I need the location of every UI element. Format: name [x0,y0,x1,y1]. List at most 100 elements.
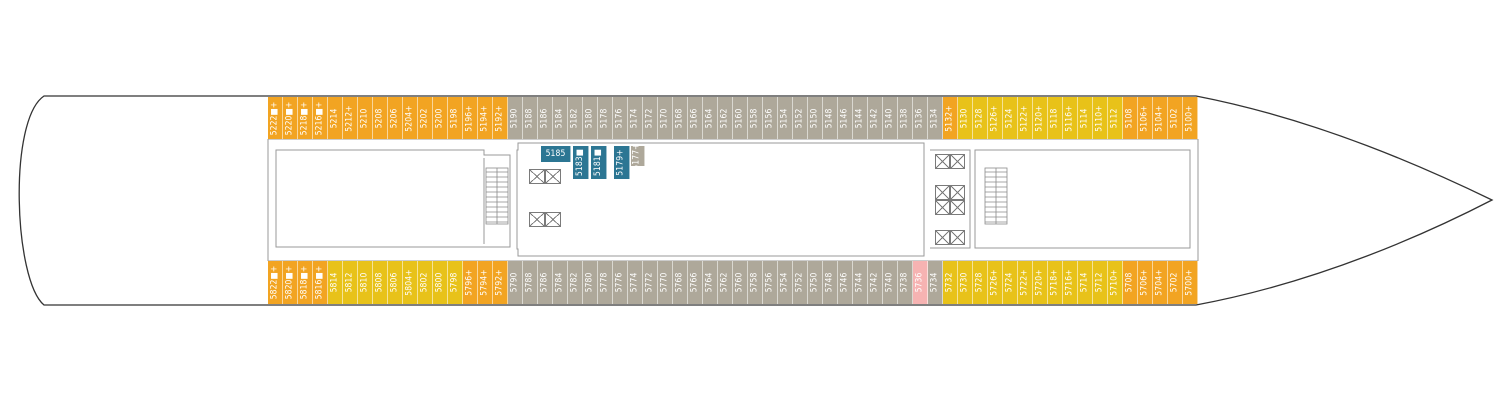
cabin-5730[interactable]: 5730 [958,261,973,304]
cabin-5806[interactable]: 5806 [388,261,403,304]
cabin-5102[interactable]: 5102 [1168,97,1183,139]
cabin-5185[interactable]: 5185 [541,146,571,162]
cabin-5204[interactable]: 5204+ [403,97,418,139]
cabin-5142[interactable]: 5142 [868,97,883,139]
cabin-5196[interactable]: 5196+ [463,97,478,139]
cabin-5776[interactable]: 5776 [613,261,628,304]
cabin-5762[interactable]: 5762 [718,261,733,304]
cabin-5822[interactable]: 5822■+ [268,261,283,304]
cabin-5188[interactable]: 5188 [523,97,538,139]
cabin-5114[interactable]: 5114 [1078,97,1093,139]
cabin-5144[interactable]: 5144 [853,97,868,139]
cabin-5726[interactable]: 5726+ [988,261,1003,304]
cabin-5788[interactable]: 5788 [523,261,538,304]
cabin-5786[interactable]: 5786 [538,261,553,304]
cabin-5216[interactable]: 5216■+ [313,97,328,139]
cabin-5110[interactable]: 5110+ [1093,97,1108,139]
cabin-5738[interactable]: 5738 [898,261,913,304]
cabin-5158[interactable]: 5158 [748,97,763,139]
cabin-5734[interactable]: 5734 [928,261,943,304]
cabin-5200[interactable]: 5200 [433,97,448,139]
cabin-5140[interactable]: 5140 [883,97,898,139]
cabin-5718[interactable]: 5718+ [1048,261,1063,304]
cabin-5156[interactable]: 5156 [763,97,778,139]
cabin-5206[interactable]: 5206 [388,97,403,139]
cabin-5128[interactable]: 5128 [973,97,988,139]
cabin-5126[interactable]: 5126+ [988,97,1003,139]
cabin-5710[interactable]: 5710+ [1108,261,1123,304]
cabin-5154[interactable]: 5154 [778,97,793,139]
cabin-5183[interactable]: 5183■ [573,146,589,179]
cabin-5106[interactable]: 5106+ [1138,97,1153,139]
cabin-5118[interactable]: 5118 [1048,97,1063,139]
cabin-5752[interactable]: 5752 [793,261,808,304]
cabin-5740[interactable]: 5740 [883,261,898,304]
cabin-5150[interactable]: 5150 [808,97,823,139]
cabin-5790[interactable]: 5790 [508,261,523,304]
cabin-5774[interactable]: 5774 [628,261,643,304]
cabin-5148[interactable]: 5148 [823,97,838,139]
cabin-5770[interactable]: 5770 [658,261,673,304]
cabin-5746[interactable]: 5746 [838,261,853,304]
cabin-5116[interactable]: 5116+ [1063,97,1078,139]
cabin-5792[interactable]: 5792+ [493,261,508,304]
cabin-5808[interactable]: 5808 [373,261,388,304]
cabin-5796[interactable]: 5796+ [463,261,478,304]
cabin-5220[interactable]: 5220■+ [283,97,298,139]
cabin-5136[interactable]: 5136 [913,97,928,139]
cabin-5192[interactable]: 5192+ [493,97,508,139]
cabin-5112[interactable]: 5112 [1108,97,1123,139]
cabin-5198[interactable]: 5198 [448,97,463,139]
cabin-5146[interactable]: 5146 [838,97,853,139]
cabin-5712[interactable]: 5712 [1093,261,1108,304]
cabin-5728[interactable]: 5728 [973,261,988,304]
cabin-5208[interactable]: 5208 [373,97,388,139]
cabin-5168[interactable]: 5168 [673,97,688,139]
cabin-5778[interactable]: 5778 [598,261,613,304]
cabin-5798[interactable]: 5798 [448,261,463,304]
cabin-5138[interactable]: 5138 [898,97,913,139]
cabin-5744[interactable]: 5744 [853,261,868,304]
cabin-5724[interactable]: 5724 [1003,261,1018,304]
cabin-5172[interactable]: 5172 [643,97,658,139]
cabin-5177[interactable]: 5177+ [631,146,645,166]
cabin-5802[interactable]: 5802 [418,261,433,304]
cabin-5214[interactable]: 5214 [328,97,343,139]
cabin-5108[interactable]: 5108 [1123,97,1138,139]
cabin-5794[interactable]: 5794+ [478,261,493,304]
cabin-5766[interactable]: 5766 [688,261,703,304]
cabin-5754[interactable]: 5754 [778,261,793,304]
cabin-5812[interactable]: 5812 [343,261,358,304]
cabin-5181[interactable]: 5181■ [591,146,607,179]
cabin-5736[interactable]: 5736 [913,261,928,304]
cabin-5134[interactable]: 5134 [928,97,943,139]
cabin-5714[interactable]: 5714 [1078,261,1093,304]
cabin-5704[interactable]: 5704+ [1153,261,1168,304]
cabin-5164[interactable]: 5164 [703,97,718,139]
cabin-5210[interactable]: 5210 [358,97,373,139]
cabin-5764[interactable]: 5764 [703,261,718,304]
cabin-5182[interactable]: 5182 [568,97,583,139]
cabin-5212[interactable]: 5212+ [343,97,358,139]
cabin-5180[interactable]: 5180 [583,97,598,139]
cabin-5176[interactable]: 5176 [613,97,628,139]
cabin-5750[interactable]: 5750 [808,261,823,304]
cabin-5132[interactable]: 5132+ [943,97,958,139]
cabin-5202[interactable]: 5202 [418,97,433,139]
cabin-5170[interactable]: 5170 [658,97,673,139]
cabin-5720[interactable]: 5720+ [1033,261,1048,304]
cabin-5722[interactable]: 5722+ [1018,261,1033,304]
cabin-5186[interactable]: 5186 [538,97,553,139]
cabin-5768[interactable]: 5768 [673,261,688,304]
cabin-5708[interactable]: 5708 [1123,261,1138,304]
cabin-5702[interactable]: 5702 [1168,261,1183,304]
cabin-5818[interactable]: 5818■+ [298,261,313,304]
cabin-5184[interactable]: 5184 [553,97,568,139]
cabin-5122[interactable]: 5122+ [1018,97,1033,139]
cabin-5160[interactable]: 5160 [733,97,748,139]
cabin-5120[interactable]: 5120+ [1033,97,1048,139]
cabin-5179[interactable]: 5179+ [614,146,630,179]
cabin-5716[interactable]: 5716+ [1063,261,1078,304]
cabin-5742[interactable]: 5742 [868,261,883,304]
cabin-5772[interactable]: 5772 [643,261,658,304]
